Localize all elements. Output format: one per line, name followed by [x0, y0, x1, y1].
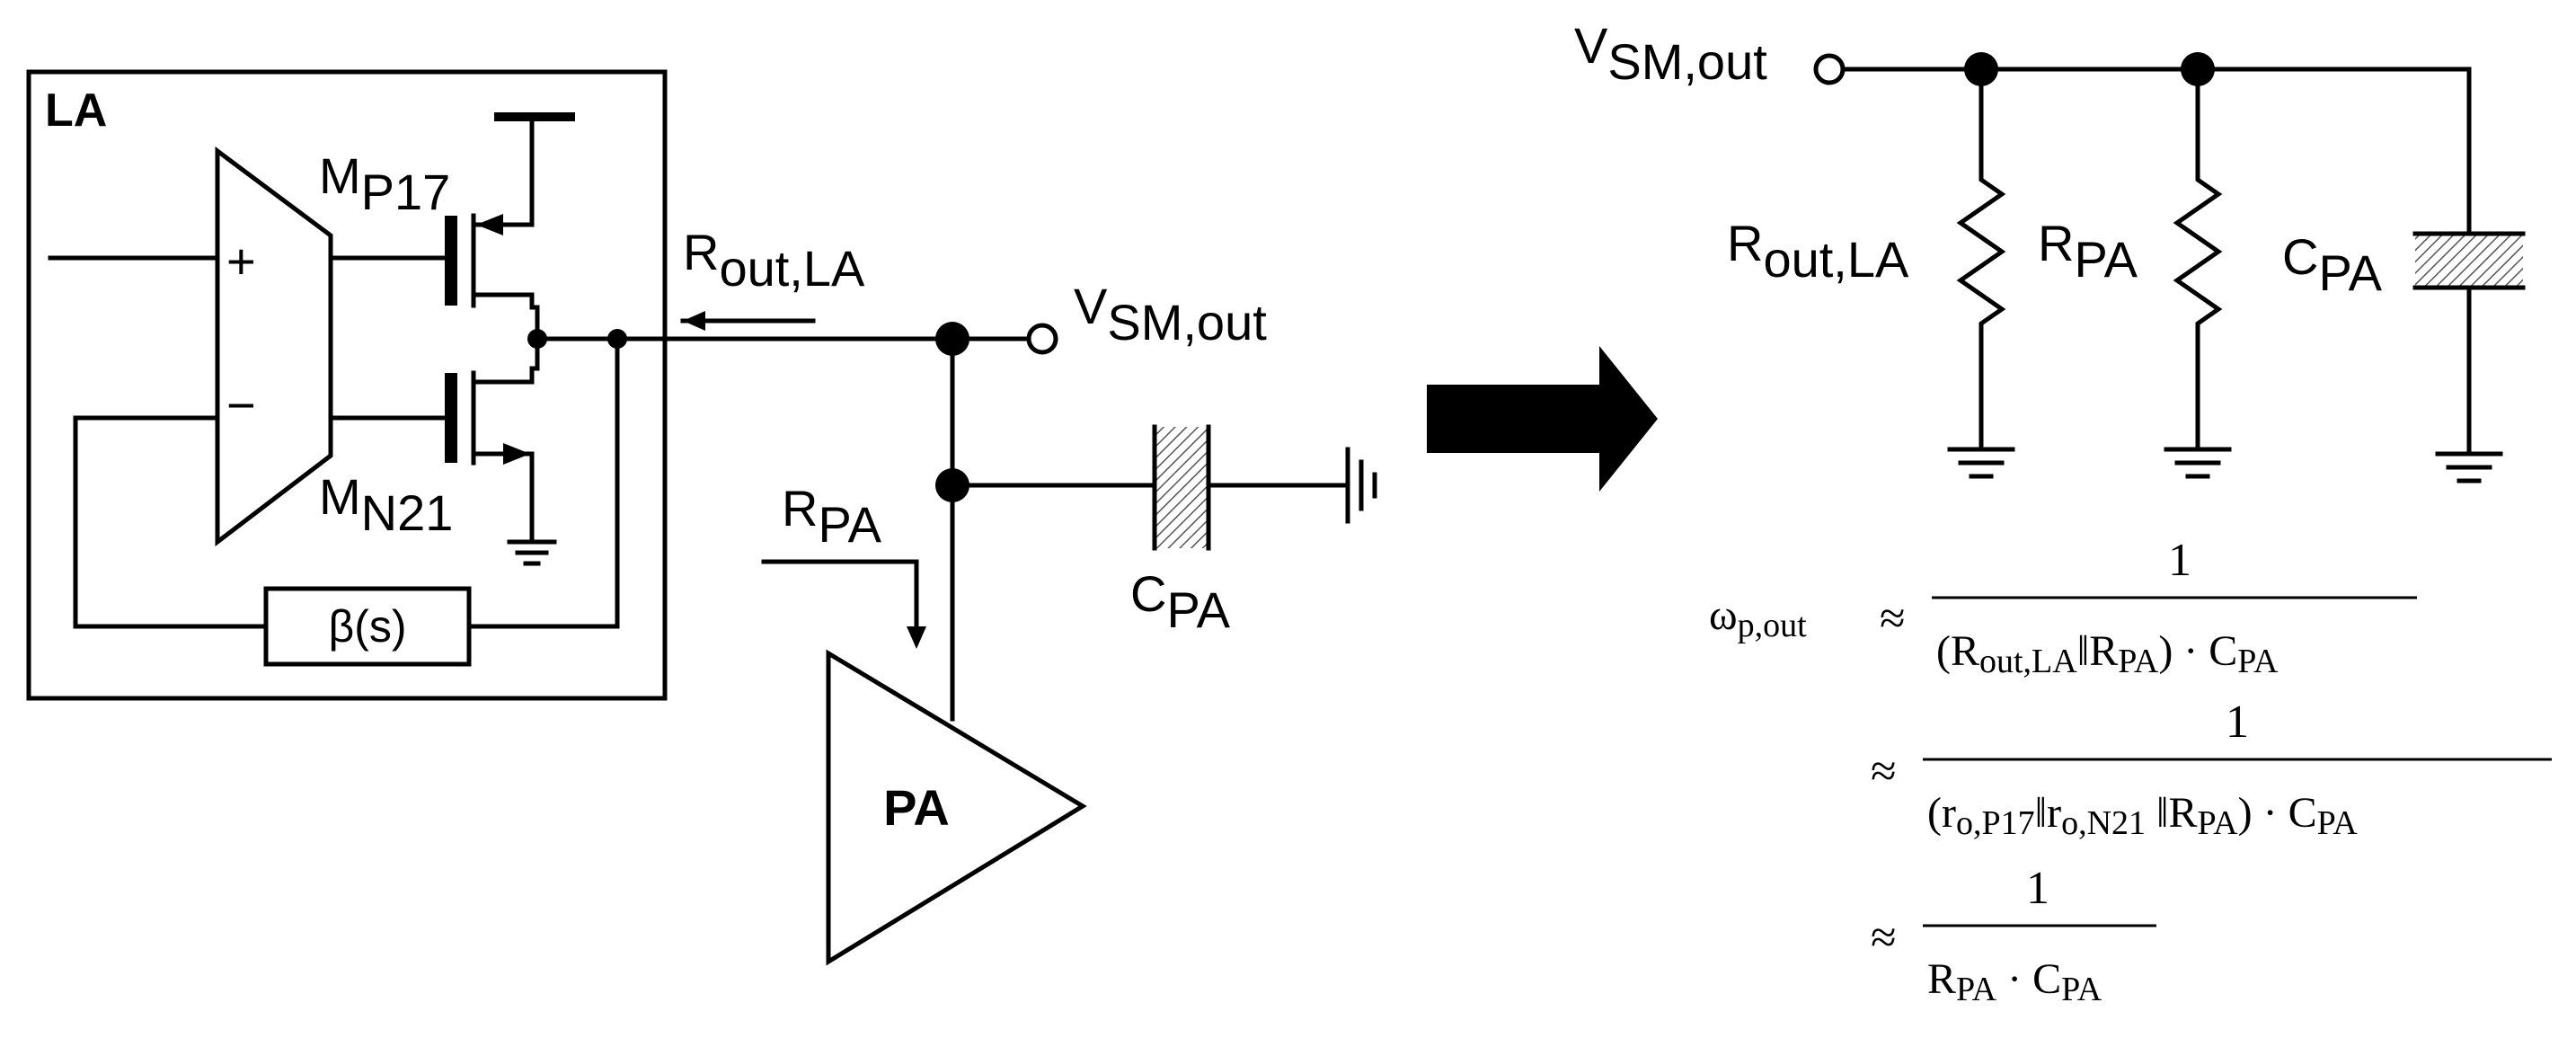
op-amp-plus-sign: +	[226, 233, 256, 289]
feedback-label: β(s)	[328, 601, 406, 652]
equivalent-circuit: VSM,out Rout,LA RPA CPA	[1574, 17, 2526, 484]
approx-3: ≈	[1871, 912, 1897, 963]
resistor-rpa: RPA	[2038, 67, 2232, 479]
capacitor-cpa: CPA	[1130, 424, 1350, 638]
eq1-denominator: (Rout,LA‖RPA) · CPA	[1936, 627, 2279, 680]
rpa-indicator: RPA	[761, 480, 926, 649]
op-amp-minus-sign: −	[226, 377, 256, 433]
eq1-numerator: 1	[2168, 535, 2191, 586]
la-internal-wires	[48, 255, 620, 629]
rpa-label: RPA	[782, 480, 882, 553]
rpa-label-right: RPA	[2038, 215, 2138, 288]
equations: ωp,out ≈ 1 (Rout,LA‖RPA) · CPA ≈ 1 (ro,P…	[1709, 535, 2552, 1008]
nmos-transistor: MN21	[319, 336, 540, 545]
pa-branch-wire	[935, 336, 1162, 722]
op-amp: + −	[215, 146, 333, 547]
eq3-denominator: RPA · CPA	[1927, 955, 2102, 1008]
eq2-numerator: 1	[2226, 696, 2249, 748]
ground-symbol-cpa	[1345, 447, 1377, 524]
approx-1: ≈	[1880, 593, 1906, 644]
la-block: LA	[26, 69, 668, 701]
eq2-denominator: (ro,P17‖ro,N21 ‖RPA) · CPA	[1927, 789, 2358, 842]
omega-lhs: ωp,out	[1709, 591, 1807, 644]
cpa-label: CPA	[1130, 565, 1231, 638]
resistor-rout-la: Rout,LA	[1727, 67, 2015, 479]
nmos-label: MN21	[319, 468, 453, 541]
ground-symbol-nmos	[507, 539, 557, 566]
rout-la-label: Rout,LA	[683, 224, 865, 297]
capacitor-cpa-right: CPA	[2282, 67, 2526, 484]
pmos-label: MP17	[319, 147, 450, 220]
output-wire: VSM,out	[527, 278, 1267, 356]
feedback-block: β(s)	[263, 586, 472, 667]
rout-la-label-right: Rout,LA	[1727, 215, 1909, 288]
cpa-label-right: CPA	[2282, 228, 2383, 301]
approx-2: ≈	[1871, 746, 1897, 797]
pmos-transistor: MP17	[319, 112, 575, 342]
rout-la-indicator: Rout,LA	[680, 224, 865, 331]
pa-label: PA	[883, 779, 950, 836]
vsm-out-label: VSM,out	[1074, 278, 1267, 350]
pa-amplifier: PA	[826, 649, 1087, 966]
la-block-label: LA	[45, 84, 107, 137]
eq3-numerator: 1	[2026, 863, 2049, 914]
vsm-out-label-right: VSM,out	[1574, 17, 1767, 90]
transform-arrow	[1427, 346, 1658, 492]
